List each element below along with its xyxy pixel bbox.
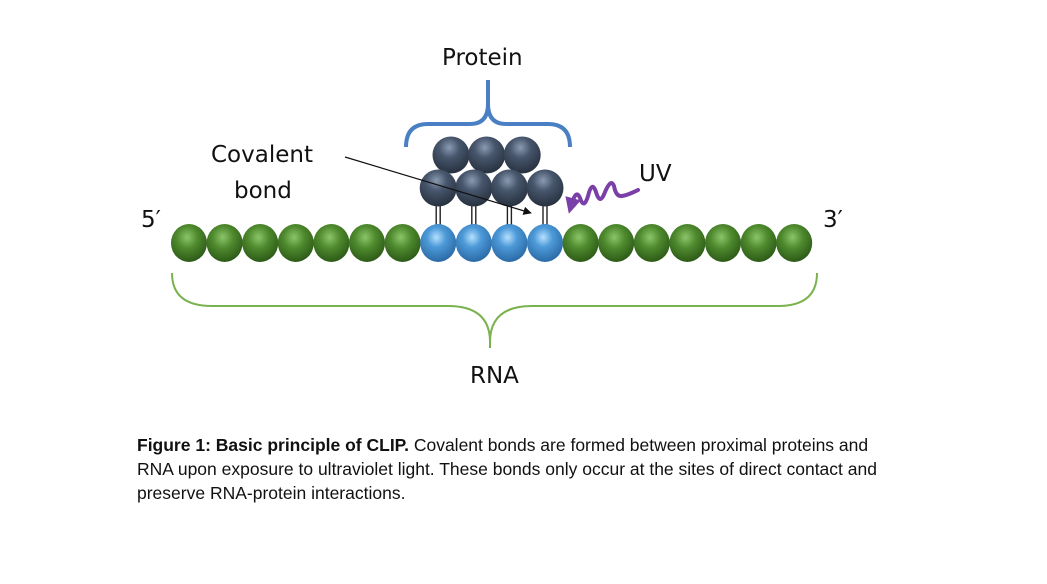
contact-nucleotide	[420, 224, 457, 262]
rna-strand	[171, 224, 813, 262]
covalent-bond-tethers	[435, 202, 548, 226]
protein-label: Protein	[442, 45, 523, 71]
figure-caption: Figure 1: Basic principle of CLIP. Coval…	[137, 433, 897, 505]
uv-wave-icon	[565, 181, 640, 214]
five-prime-label: 5′	[141, 207, 161, 233]
covalent-bond-label-line1: Covalent	[211, 142, 313, 168]
protein-subunit	[490, 169, 528, 207]
protein-complex	[419, 136, 564, 207]
rna-label: RNA	[470, 363, 519, 389]
caption-title: Figure 1: Basic principle of CLIP.	[137, 435, 409, 455]
protein-bracket	[404, 80, 572, 148]
protein-subunit	[455, 169, 493, 207]
rna-nucleotide	[776, 224, 813, 262]
rna-nucleotide	[669, 224, 706, 262]
protein-subunit	[526, 169, 564, 207]
caption-text: Covalent bonds are formed between proxim…	[137, 435, 877, 503]
three-prime-label: 3′	[823, 207, 843, 233]
rna-nucleotide	[633, 224, 670, 262]
rna-bracket	[171, 272, 818, 348]
clip-diagram	[171, 80, 818, 348]
protein-subunit	[468, 136, 506, 174]
protein-subunit	[432, 136, 470, 174]
protein-subunit	[503, 136, 541, 174]
rna-nucleotide	[171, 224, 207, 262]
contact-nucleotide	[491, 224, 528, 262]
rna-nucleotide	[242, 224, 279, 262]
protein-subunit	[419, 169, 457, 207]
rna-nucleotide	[206, 224, 243, 262]
rna-nucleotide	[313, 224, 350, 262]
rna-nucleotide	[277, 224, 314, 262]
covalent-bond-pointer-arrow	[344, 156, 532, 215]
rna-nucleotide	[384, 224, 421, 262]
rna-nucleotide	[705, 224, 741, 262]
rna-nucleotide	[562, 224, 599, 262]
covalent-bond-label-line2: bond	[234, 178, 292, 204]
uv-label: UV	[639, 161, 672, 187]
contact-nucleotide	[527, 224, 563, 262]
contact-nucleotide	[455, 224, 492, 262]
rna-nucleotide	[740, 224, 777, 262]
rna-nucleotide	[349, 224, 385, 262]
rna-nucleotide	[598, 224, 635, 262]
